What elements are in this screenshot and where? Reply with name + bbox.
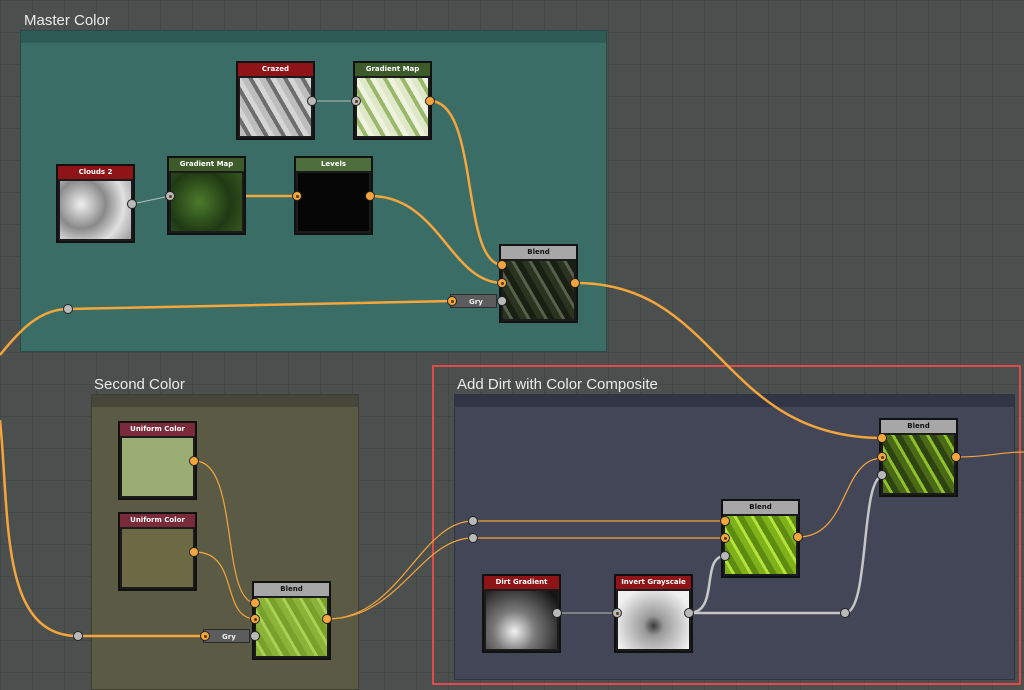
blend-dirt-preview: [725, 516, 796, 574]
blend-dirt-label: Blend: [723, 501, 798, 514]
gry-second-node[interactable]: Gry: [203, 629, 250, 643]
uniform-color-2-label: Uniform Color: [120, 514, 195, 527]
wire-second-to-reroute-2: [326, 537, 474, 620]
gry-second-label: Gry: [222, 633, 236, 641]
uniform-color-1-output-port[interactable]: [189, 456, 199, 466]
clouds2-node[interactable]: Clouds 2: [56, 164, 135, 243]
wire-master-to-final: [575, 281, 884, 440]
crazed-node-label: Crazed: [238, 63, 313, 76]
wire-uniform1-to-blend: [194, 460, 257, 604]
levels-output-port[interactable]: [365, 191, 375, 201]
uniform-color-2-output-port[interactable]: [189, 547, 199, 557]
reroute-dot[interactable]: [468, 533, 478, 543]
gry-master-label: Gry: [469, 298, 483, 306]
blend-final-input-3[interactable]: [877, 470, 887, 480]
master-color-title: Master Color: [24, 12, 110, 29]
gradient-map-top-label: Gradient Map: [355, 63, 430, 76]
blend-second-node[interactable]: Blend: [252, 581, 331, 660]
gradient-map-mid-node[interactable]: Gradient Map: [167, 156, 246, 235]
invert-grayscale-node[interactable]: Invert Grayscale: [614, 574, 693, 653]
invert-grayscale-preview: [618, 591, 689, 649]
blend-second-input-2[interactable]: [250, 614, 260, 624]
dirt-composite-title: Add Dirt with Color Composite: [457, 376, 658, 393]
blend-master-label: Blend: [501, 246, 576, 259]
crazed-output-port[interactable]: [307, 96, 317, 106]
blend-dirt-input-3[interactable]: [720, 551, 730, 561]
dirt-gradient-node[interactable]: Dirt Gradient: [482, 574, 561, 653]
blend-final-label: Blend: [881, 420, 956, 433]
wire-reroute-to-final: [844, 474, 884, 615]
blend-final-output-port[interactable]: [951, 452, 961, 462]
blend-master-input-3[interactable]: [497, 296, 507, 306]
gradient-map-mid-label: Gradient Map: [169, 158, 244, 171]
wire-clouds-to-gradmap: [131, 195, 171, 205]
blend-master-input-1[interactable]: [497, 260, 507, 270]
crazed-preview: [240, 78, 311, 136]
blend-dirt-input-1[interactable]: [720, 516, 730, 526]
dirt-gradient-preview: [486, 591, 557, 649]
wire-levels-to-blend: [369, 194, 504, 285]
invert-grayscale-output-port[interactable]: [684, 608, 694, 618]
uniform-color-1-preview: [122, 438, 193, 496]
gradient-map-top-node[interactable]: Gradient Map: [353, 61, 432, 140]
wire-second-to-reroute-1: [326, 520, 474, 620]
blend-final-preview: [883, 435, 954, 493]
second-color-title: Second Color: [94, 376, 185, 393]
gry-master-node[interactable]: Gry: [450, 294, 497, 308]
wire-left-second: [0, 419, 205, 638]
reroute-dot[interactable]: [63, 304, 73, 314]
uniform-color-2-node[interactable]: Uniform Color: [118, 512, 197, 591]
wire-gradmap-to-blend: [429, 99, 504, 267]
gradient-map-top-input-port[interactable]: [351, 96, 361, 106]
blend-second-input-1[interactable]: [250, 598, 260, 608]
reroute-dot[interactable]: [73, 631, 83, 641]
reroute-dot[interactable]: [468, 516, 478, 526]
wire-final-out: [956, 451, 1024, 458]
uniform-color-2-preview: [122, 529, 193, 587]
blend-dirt-node[interactable]: Blend: [721, 499, 800, 578]
levels-label: Levels: [296, 158, 371, 171]
gradient-map-mid-input-port[interactable]: [165, 191, 175, 201]
dirt-gradient-label: Dirt Gradient: [484, 576, 559, 589]
blend-dirt-input-2[interactable]: [720, 533, 730, 543]
crazed-node[interactable]: Crazed: [236, 61, 315, 140]
blend-final-input-2[interactable]: [877, 452, 887, 462]
blend-second-output-port[interactable]: [322, 614, 332, 624]
uniform-color-1-node[interactable]: Uniform Color: [118, 421, 197, 500]
gry-second-input-port[interactable]: [200, 631, 210, 641]
invert-grayscale-label: Invert Grayscale: [616, 576, 691, 589]
levels-preview: [298, 173, 369, 231]
blend-master-input-2[interactable]: [497, 278, 507, 288]
clouds2-output-port[interactable]: [127, 199, 137, 209]
reroute-dot[interactable]: [840, 608, 850, 618]
dirt-gradient-output-port[interactable]: [552, 608, 562, 618]
blend-final-node[interactable]: Blend: [879, 418, 958, 497]
wire-invert-to-dirtblend: [688, 554, 726, 615]
gradient-map-mid-preview: [171, 173, 242, 231]
invert-grayscale-input-port[interactable]: [612, 608, 622, 618]
blend-second-preview: [256, 598, 327, 656]
blend-second-input-3[interactable]: [250, 631, 260, 641]
blend-dirt-output-port[interactable]: [793, 532, 803, 542]
wire-dirtblend-to-final: [797, 457, 884, 538]
clouds2-label: Clouds 2: [58, 166, 133, 179]
clouds2-preview: [60, 181, 131, 239]
blend-final-input-1[interactable]: [877, 433, 887, 443]
wire-uniform2-to-blend: [194, 551, 257, 620]
blend-master-node[interactable]: Blend: [499, 244, 578, 323]
blend-master-output-port[interactable]: [570, 278, 580, 288]
levels-node[interactable]: Levels: [294, 156, 373, 235]
gradient-map-top-output-port[interactable]: [425, 96, 435, 106]
gradient-map-top-preview: [357, 78, 428, 136]
uniform-color-1-label: Uniform Color: [120, 423, 195, 436]
gry-master-input-port[interactable]: [447, 296, 457, 306]
levels-input-port[interactable]: [292, 191, 302, 201]
blend-master-preview: [503, 261, 574, 319]
blend-second-label: Blend: [254, 583, 329, 596]
